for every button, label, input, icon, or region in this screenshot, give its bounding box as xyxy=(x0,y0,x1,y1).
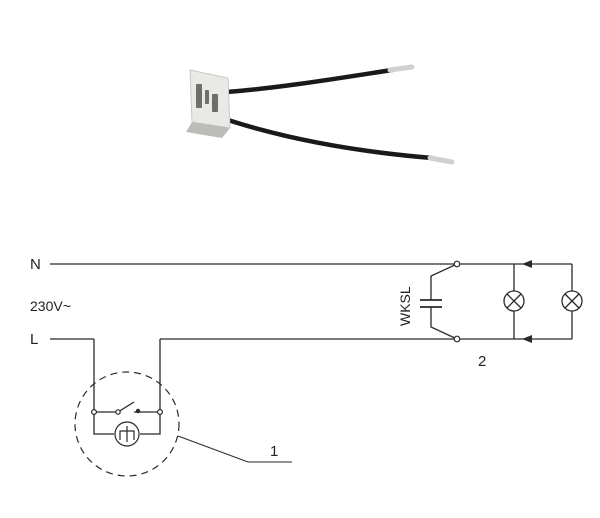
switch-enclosure xyxy=(74,371,180,477)
switch-contact-left xyxy=(90,409,97,416)
switch-pivot xyxy=(115,409,121,415)
lamp-1-cross-b xyxy=(506,293,522,309)
pilot-loop xyxy=(93,412,114,435)
terminal-bottom xyxy=(453,335,461,343)
pilot-loop-right xyxy=(140,412,161,435)
lamp-1 xyxy=(503,290,525,312)
callout-1-line xyxy=(177,435,292,463)
arrow-top-icon xyxy=(522,260,532,268)
line-label: L xyxy=(30,331,38,348)
switch-contact-dot xyxy=(135,408,141,414)
module-print xyxy=(196,84,218,112)
current-arrows xyxy=(522,260,532,343)
callout-2-label: 2 xyxy=(478,353,486,370)
lamp-2-cross-b xyxy=(564,293,580,309)
wksl-leg-top xyxy=(430,263,458,300)
voltage-label: 230V~ xyxy=(30,298,71,314)
wires xyxy=(50,263,573,463)
pilot-lamp xyxy=(114,421,140,447)
module-side xyxy=(186,122,230,138)
lead-tip-lower xyxy=(427,155,455,165)
callout-1-label: 1 xyxy=(270,443,278,460)
terminal-top xyxy=(453,260,461,268)
switch-contact-right xyxy=(157,409,164,416)
lamp-2 xyxy=(561,290,583,312)
wksl-leg-bottom xyxy=(430,307,458,340)
product-photo xyxy=(186,64,455,165)
lead-wire-upper xyxy=(223,67,395,95)
arrow-bottom-icon xyxy=(522,335,532,343)
neutral-label: N xyxy=(30,256,41,273)
component-label: WKSL xyxy=(397,286,413,326)
terminals xyxy=(90,260,461,416)
switch-blade xyxy=(117,401,135,413)
lead-tip-upper xyxy=(387,64,415,73)
lead-wire-lower xyxy=(225,117,435,161)
